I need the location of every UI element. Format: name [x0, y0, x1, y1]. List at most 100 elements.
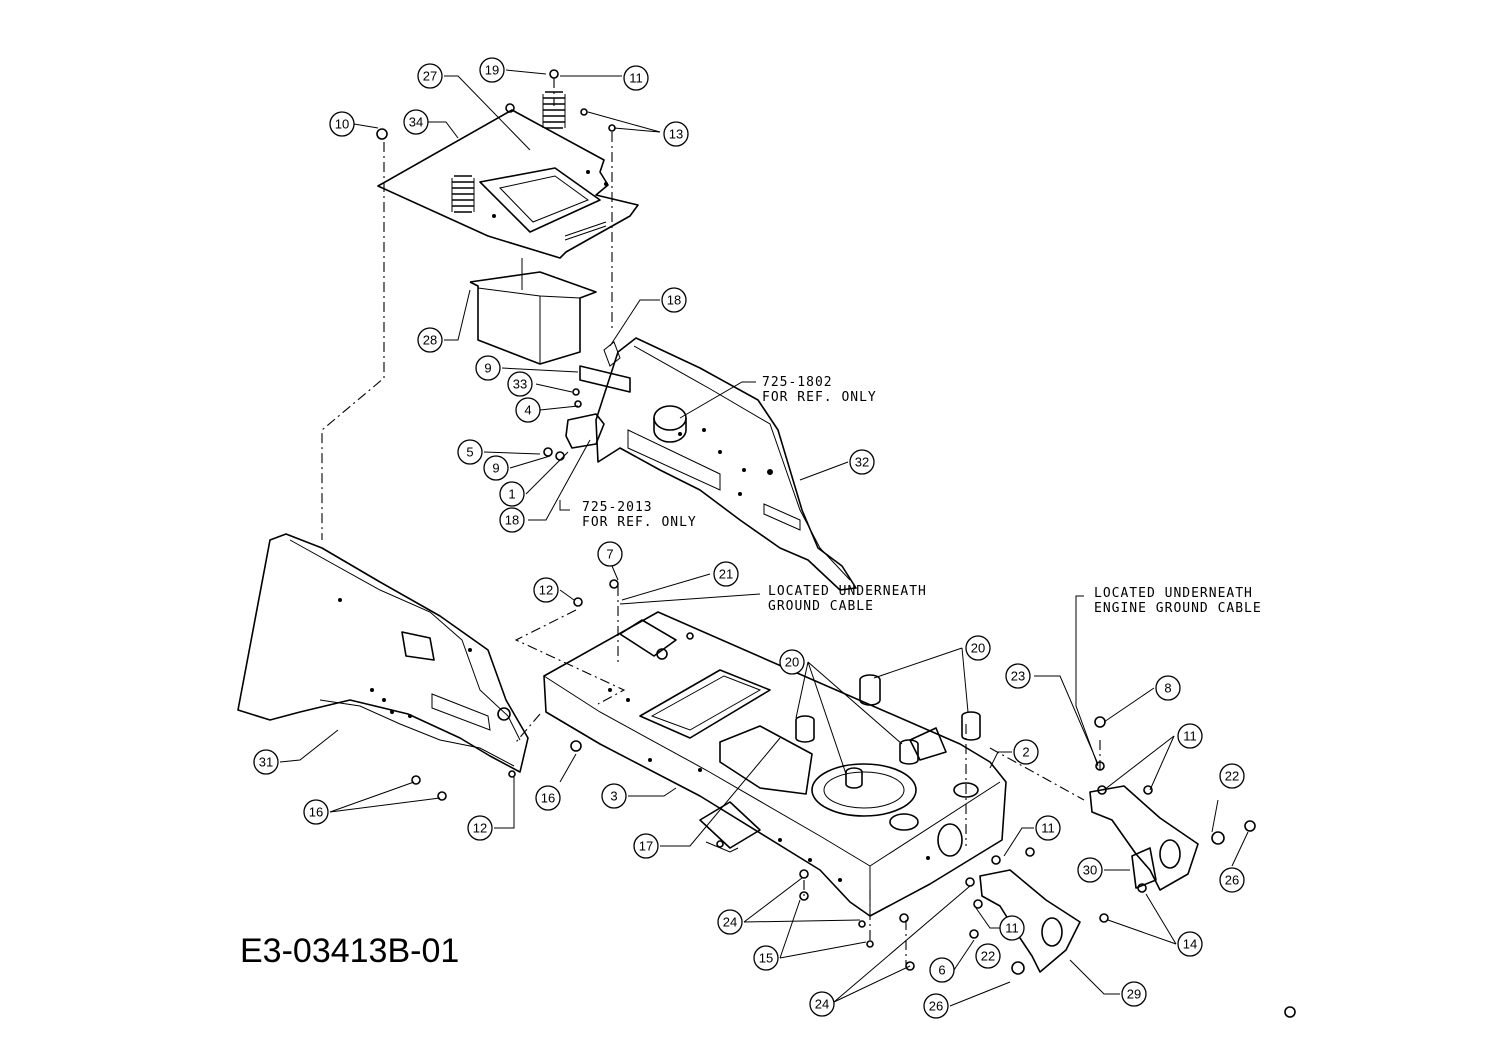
callout-16: 16	[535, 785, 561, 811]
callout-17: 17	[633, 833, 659, 859]
callout-18: 18	[661, 287, 687, 313]
callout-9: 9	[475, 355, 501, 381]
svg-text:23: 23	[1011, 669, 1025, 684]
svg-text:26: 26	[1225, 873, 1239, 888]
callout-10: 10	[329, 111, 355, 137]
callout-11: 11	[1035, 815, 1061, 841]
callout-22: 22	[1219, 763, 1245, 789]
svg-text:1: 1	[508, 487, 515, 502]
callout-7: 7	[597, 541, 623, 567]
svg-text:13: 13	[669, 127, 683, 142]
svg-text:27: 27	[423, 69, 437, 84]
callout-13: 13	[663, 121, 689, 147]
svg-text:15: 15	[759, 951, 773, 966]
callout-3: 3	[601, 783, 627, 809]
callout-23: 23	[1005, 663, 1031, 689]
callout-1: 1	[499, 481, 525, 507]
svg-text:17: 17	[639, 839, 653, 854]
hardware	[376, 69, 1296, 1018]
svg-text:10: 10	[335, 117, 349, 132]
note-engine-ground-line1: LOCATED UNDERNEATH	[1094, 586, 1253, 601]
top-plate	[377, 109, 639, 259]
svg-text:18: 18	[505, 513, 519, 528]
svg-text:16: 16	[309, 805, 323, 820]
note-ground-cable-line2: GROUND CABLE	[768, 599, 874, 614]
note-725-1802-number: 725-1802	[762, 375, 833, 390]
callout-11: 11	[999, 915, 1025, 941]
svg-text:29: 29	[1127, 987, 1141, 1002]
svg-text:8: 8	[1164, 681, 1171, 696]
note-engine-ground-line2: ENGINE GROUND CABLE	[1094, 601, 1262, 616]
callout-11: 11	[623, 65, 649, 91]
callout-32: 32	[849, 449, 875, 475]
callout-16: 16	[303, 799, 329, 825]
callout-12: 12	[533, 577, 559, 603]
svg-text:11: 11	[1183, 729, 1197, 744]
callout-22: 22	[975, 943, 1001, 969]
svg-text:9: 9	[484, 361, 491, 376]
svg-text:12: 12	[539, 583, 553, 598]
assembly-lines	[321, 78, 1101, 966]
note-725-2013-ref: FOR REF. ONLY	[582, 515, 697, 530]
note-725-1802-ref: FOR REF. ONLY	[762, 390, 877, 405]
callout-9: 9	[483, 455, 509, 481]
callout-5: 5	[457, 439, 483, 465]
svg-text:12: 12	[473, 821, 487, 836]
callout-12: 12	[467, 815, 493, 841]
callout-29: 29	[1121, 981, 1147, 1007]
callout-24: 24	[717, 909, 743, 935]
svg-text:11: 11	[1005, 921, 1019, 936]
side-panel-32	[595, 337, 857, 591]
svg-text:11: 11	[629, 71, 643, 86]
note-ground-cable-line1: LOCATED UNDERNEATH	[768, 584, 927, 599]
callout-26: 26	[923, 993, 949, 1019]
svg-text:2: 2	[1022, 745, 1029, 760]
svg-text:9: 9	[492, 461, 499, 476]
axle-bracket-left	[979, 869, 1081, 973]
svg-text:18: 18	[667, 293, 681, 308]
svg-text:21: 21	[719, 567, 733, 582]
callout-26: 26	[1219, 867, 1245, 893]
svg-text:28: 28	[423, 333, 437, 348]
callout-15: 15	[753, 945, 779, 971]
bracket-28	[469, 258, 597, 365]
svg-text:24: 24	[815, 997, 829, 1012]
callout-14: 14	[1177, 931, 1203, 957]
svg-text:30: 30	[1083, 863, 1097, 878]
callout-31: 31	[253, 749, 279, 775]
callout-11: 11	[1177, 723, 1203, 749]
svg-text:16: 16	[541, 791, 555, 806]
drawing-number: E3-03413B-01	[240, 932, 459, 970]
svg-text:22: 22	[1225, 769, 1239, 784]
callout-21: 21	[713, 561, 739, 587]
callout-34: 34	[403, 109, 429, 135]
callout-2: 2	[1013, 739, 1039, 765]
svg-text:33: 33	[513, 377, 527, 392]
switch-assembly	[543, 341, 631, 461]
callout-18: 18	[499, 507, 525, 533]
svg-text:26: 26	[929, 999, 943, 1014]
svg-text:20: 20	[785, 655, 799, 670]
callout-6: 6	[929, 957, 955, 983]
side-panel-31	[237, 533, 529, 773]
svg-text:32: 32	[855, 455, 869, 470]
callout-28: 28	[417, 327, 443, 353]
spring-19	[542, 91, 566, 129]
svg-text:3: 3	[610, 789, 617, 804]
svg-text:22: 22	[981, 949, 995, 964]
spring-lower	[451, 175, 475, 213]
callout-33: 33	[507, 371, 533, 397]
svg-text:14: 14	[1183, 937, 1197, 952]
svg-text:4: 4	[524, 403, 531, 418]
callout-8: 8	[1155, 675, 1181, 701]
main-frame	[543, 611, 1007, 917]
callout-19: 19	[479, 57, 505, 83]
callout-20: 20	[965, 635, 991, 661]
callout-4: 4	[515, 397, 541, 423]
svg-text:5: 5	[466, 445, 473, 460]
callout-20: 20	[779, 649, 805, 675]
svg-text:6: 6	[938, 963, 945, 978]
svg-text:31: 31	[259, 755, 273, 770]
svg-text:34: 34	[409, 115, 423, 130]
rubber-mounts-20	[795, 674, 981, 789]
